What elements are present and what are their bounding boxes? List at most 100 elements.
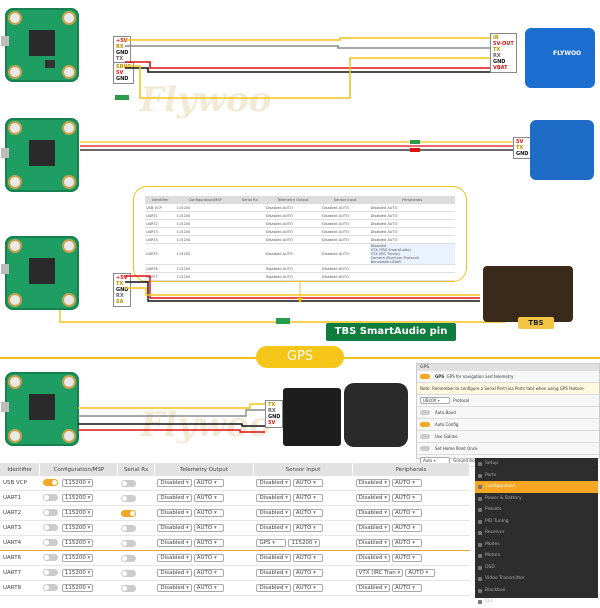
menu-item-power-battery[interactable]: Power & Battery <box>475 493 598 505</box>
peripheral-select[interactable]: Disabled <box>355 524 390 532</box>
telemetry-baud-select[interactable]: AUTO <box>193 509 224 517</box>
serial-rx-toggle[interactable] <box>120 554 136 562</box>
telemetry-select[interactable]: Disabled <box>157 584 192 592</box>
tbs-badge: TBS <box>518 317 554 329</box>
msp-toggle[interactable] <box>42 509 58 516</box>
baud-select[interactable]: 115200 <box>61 584 94 592</box>
baud-select[interactable]: 115200 <box>61 509 94 517</box>
sensor-select[interactable]: Disabled <box>256 584 291 592</box>
menu-item-setup[interactable]: Setup <box>475 458 598 470</box>
peripheral-select[interactable]: Disabled <box>355 479 390 487</box>
serial-rx-toggle[interactable] <box>120 569 136 577</box>
menu-item-presets[interactable]: Presets <box>475 504 598 516</box>
sensor-baud-select[interactable]: AUTO <box>292 554 323 562</box>
sensor-select[interactable]: GPS <box>256 539 287 547</box>
sensor-select[interactable]: Disabled <box>256 509 291 517</box>
baud-select[interactable]: 115200 <box>61 524 94 532</box>
peripheral-baud-select[interactable]: AUTO <box>392 524 422 532</box>
sensor-baud-select[interactable]: AUTO <box>292 494 323 502</box>
gps-toggle[interactable] <box>420 374 430 379</box>
telemetry-baud-select[interactable]: AUTO <box>193 539 224 547</box>
telemetry-baud-select[interactable]: AUTO <box>193 524 224 532</box>
serial-rx-toggle[interactable] <box>120 494 136 502</box>
sensor-select[interactable]: Disabled <box>256 524 291 532</box>
serial-rx-toggle[interactable] <box>120 524 136 532</box>
peripheral-baud-select[interactable]: AUTO <box>392 539 422 547</box>
menu-item-video-transmitter[interactable]: Video Transmitter <box>475 573 598 585</box>
peripheral-select[interactable]: Disabled <box>355 539 390 547</box>
baud-select[interactable]: 115200 <box>61 539 94 547</box>
menu-item-configuration[interactable]: Configuration <box>475 481 598 493</box>
peripheral-select[interactable]: Disabled <box>355 494 390 502</box>
menu-item-receiver[interactable]: Receiver <box>475 527 598 539</box>
sensor-select[interactable]: Disabled <box>256 494 291 502</box>
menu-item-motors[interactable]: Motors <box>475 550 598 562</box>
sensor-select[interactable]: Disabled <box>256 554 291 562</box>
telemetry-select[interactable]: Disabled <box>157 539 192 547</box>
telemetry-baud-select[interactable]: AUTO <box>193 554 224 562</box>
sensor-baud-select[interactable]: 115200 <box>288 539 320 547</box>
auto-baud-row[interactable]: Auto Baud <box>417 407 599 419</box>
peripheral-select[interactable]: Disabled <box>355 554 390 562</box>
peripheral-baud-select[interactable]: AUTO <box>405 569 436 577</box>
telemetry-baud-select[interactable]: AUTO <box>193 494 224 502</box>
msp-toggle[interactable] <box>42 569 58 576</box>
telemetry-select[interactable]: Disabled <box>157 554 192 562</box>
telemetry-select[interactable]: Disabled <box>157 479 192 487</box>
msp-toggle[interactable] <box>42 494 58 501</box>
port-id: UART4 <box>0 535 40 551</box>
peripheral-select[interactable]: Disabled <box>355 584 390 592</box>
menu-item-cli[interactable]: CLI <box>475 596 598 608</box>
sensor-baud-select[interactable]: AUTO <box>292 584 323 592</box>
msp-toggle[interactable] <box>42 554 58 561</box>
peripheral-select[interactable]: Disabled <box>355 509 390 517</box>
gps-module <box>283 388 341 446</box>
msp-toggle[interactable] <box>42 584 58 591</box>
telemetry-baud-select[interactable]: AUTO <box>193 479 224 487</box>
use-galileo-row[interactable]: Use Galileo <box>417 431 599 443</box>
sensor-baud-select[interactable]: AUTO <box>292 569 323 577</box>
telemetry-select[interactable]: Disabled <box>157 509 192 517</box>
menu-item-modes[interactable]: Modes <box>475 539 598 551</box>
menu-item-pid-tuning[interactable]: PID Tuning <box>475 516 598 528</box>
serial-rx-toggle[interactable] <box>120 584 136 592</box>
peripheral-baud-select[interactable]: AUTO <box>392 494 422 502</box>
gps-note: Note: Remember to configure a Serial Por… <box>417 383 599 395</box>
peripheral-baud-select[interactable]: AUTO <box>392 509 422 517</box>
watermark: Flywoo <box>140 405 272 445</box>
baud-select[interactable]: 115200 <box>61 554 94 562</box>
peripheral-baud-select[interactable]: AUTO <box>392 554 422 562</box>
baud-select[interactable]: 115200 <box>61 494 94 502</box>
peripheral-baud-select[interactable]: AUTO <box>392 479 422 487</box>
serial-rx-toggle[interactable] <box>120 509 136 517</box>
menu-item-ports[interactable]: Ports <box>475 470 598 482</box>
sensor-baud-select[interactable]: AUTO <box>292 524 323 532</box>
table-row: UART3115200DisabledAUTODisabledAUTODisab… <box>0 520 470 536</box>
gps-protocol-row[interactable]: UBLOX Protocol <box>417 395 599 407</box>
auto-config-row[interactable]: Auto Config <box>417 419 599 431</box>
peripheral-baud-select[interactable]: AUTO <box>392 584 422 592</box>
sensor-select[interactable]: Disabled <box>256 479 291 487</box>
msp-toggle[interactable] <box>42 479 58 486</box>
msp-toggle[interactable] <box>42 539 58 546</box>
sensor-baud-select[interactable]: AUTO <box>292 479 323 487</box>
sensor-baud-select[interactable]: AUTO <box>292 509 323 517</box>
home-point-row[interactable]: Set Home Point Once <box>417 443 599 455</box>
peripheral-select[interactable]: VTX (IRC Tran <box>355 569 404 577</box>
telemetry-select[interactable]: Disabled <box>157 569 192 577</box>
baud-select[interactable]: 115200 <box>61 569 94 577</box>
menu-item-blackbox[interactable]: Blackbox <box>475 585 598 597</box>
sensor-select[interactable]: Disabled <box>256 569 291 577</box>
serial-rx-toggle[interactable] <box>120 539 136 547</box>
telemetry-select[interactable]: Disabled <box>157 494 192 502</box>
gps-toggle-row[interactable]: GPS GPS for navigation and telemetry <box>417 371 599 383</box>
menu-item-osd[interactable]: OSD <box>475 562 598 574</box>
baud-select[interactable]: 115200 <box>61 479 94 487</box>
telemetry-baud-select[interactable]: AUTO <box>193 584 224 592</box>
telemetry-select[interactable]: Disabled <box>157 524 192 532</box>
msp-toggle[interactable] <box>42 524 58 531</box>
telemetry-baud-select[interactable]: AUTO <box>193 569 224 577</box>
table-row: UART1115200DisabledAUTODisabledAUTODisab… <box>0 490 470 506</box>
serial-rx-toggle[interactable] <box>120 479 136 487</box>
